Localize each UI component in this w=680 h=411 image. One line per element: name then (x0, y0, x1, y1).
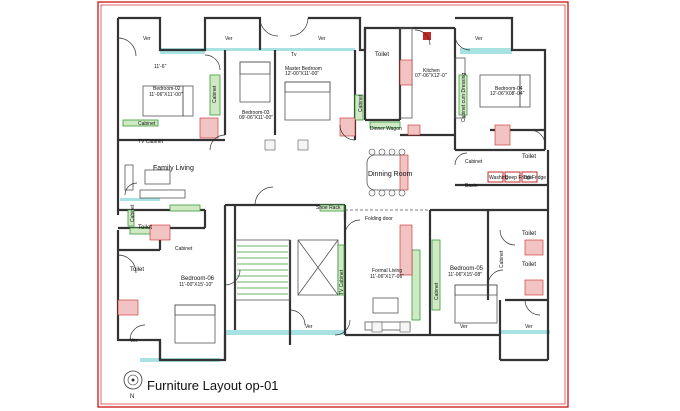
label-toilet-t: Toilet (375, 52, 389, 58)
label-cabinet-bl2: Cabinet (130, 204, 136, 222)
label-ver-bm: Ver (305, 324, 313, 330)
plan-caption: Furniture Layout op-01 (147, 378, 279, 393)
walls (116, 16, 550, 362)
label-bedroom06: Bedroom-06 (181, 276, 215, 282)
label-formal: Formal Living (372, 268, 402, 274)
label-ver-bl: Ver (130, 338, 138, 344)
label-bedroom06-dim: 11'-00"X15'-10" (179, 282, 213, 288)
label-cabinet-c: Cabinet (212, 85, 218, 103)
room-labels: Ver Ver Ver Ver 11'-6" Tv Toilet Bedroom… (130, 36, 536, 344)
label-cabinet-e: Cabinet (434, 282, 440, 300)
label-bedroom02: Bedroom-02 (153, 86, 181, 92)
label-bedroom02-dim: 11'-06"X11'-00" (149, 92, 183, 98)
label-cabinet-f: Cabinet (499, 250, 505, 268)
label-tv-cabinet-2: TV Cabinet (339, 269, 345, 295)
label-toilet-r1: Toilet (522, 154, 536, 160)
fixture-labels: Cabinet TV Cabinet Dinner Wagon Shoe Rac… (130, 73, 546, 300)
label-tv-cabinet: TV Cabinet (138, 139, 164, 145)
label-formal-dim: 11'-06"X17'-06" (370, 274, 404, 280)
compass-letter: N (130, 394, 134, 400)
label-cabinet-dressing: Cabinet cum Dressing (461, 73, 467, 122)
label-cabinet-b: Cabinet (465, 159, 483, 165)
label-tv-top: Tv (291, 52, 297, 58)
label-kitchen: Kitchen (423, 68, 440, 74)
label-toilet-bl: Toilet (130, 267, 144, 273)
label-ver-t3: Ver (318, 36, 326, 42)
label-master-dim: 12'-00"X11'-00" (285, 71, 319, 77)
label-bedroom05-dim: 11'-06"X15'-08" (448, 272, 482, 278)
label-basin: Basin (465, 183, 478, 189)
frame-inner (100, 4, 566, 405)
door-arcs (117, 17, 546, 341)
label-cabinet-d: Cabinet (358, 94, 364, 112)
label-bedroom04: Bedroom-04 (495, 86, 523, 92)
label-ver-br: Ver (460, 324, 468, 330)
compass-icon: N (123, 370, 143, 400)
label-ver-br2: Ver (525, 324, 533, 330)
label-bedroom03: Bedroom-03 (242, 110, 270, 116)
label-toilet-r3: Toilet (522, 262, 536, 268)
label-ver-tl: Ver (143, 36, 151, 42)
label-cabinet-bl: Cabinet (175, 246, 193, 252)
dim-top: 11'-6" (154, 64, 167, 70)
label-bedroom04-dim: 12'-06"X08'-04" (490, 91, 525, 97)
red-tiles (117, 59, 544, 316)
stair-treads (237, 245, 288, 295)
label-bedroom03-dim: 09'-06"X11'-00" (239, 115, 273, 121)
label-toilet-l: Toilet (138, 225, 152, 231)
frame-outer (97, 1, 569, 408)
label-ver-tr: Ver (475, 36, 483, 42)
label-master: Master Bedroom (285, 66, 322, 72)
label-dinner-wagon: Dinner Wagon (370, 126, 402, 132)
label-ver-t2: Ver (225, 36, 233, 42)
label-shoe-rack: Shoe Rack (316, 205, 341, 211)
label-cabinet-a: Cabinet (138, 121, 156, 127)
label-folding: Folding door (365, 216, 393, 222)
green-cabinets (122, 74, 468, 321)
label-washing: Washing (489, 175, 508, 181)
label-dining: Dinning Room (368, 171, 413, 178)
label-toilet-r2: Toilet (522, 231, 536, 237)
label-family: Family Living (153, 165, 194, 172)
label-bedroom05: Bedroom-05 (450, 266, 484, 272)
label-tall-fridge: Tall Fridge (523, 175, 546, 181)
label-deep-fridge: Deep Fridge (505, 175, 533, 181)
chairs (264, 139, 411, 333)
label-kitchen-dim: 07'-06"X12'-0" (415, 73, 447, 79)
